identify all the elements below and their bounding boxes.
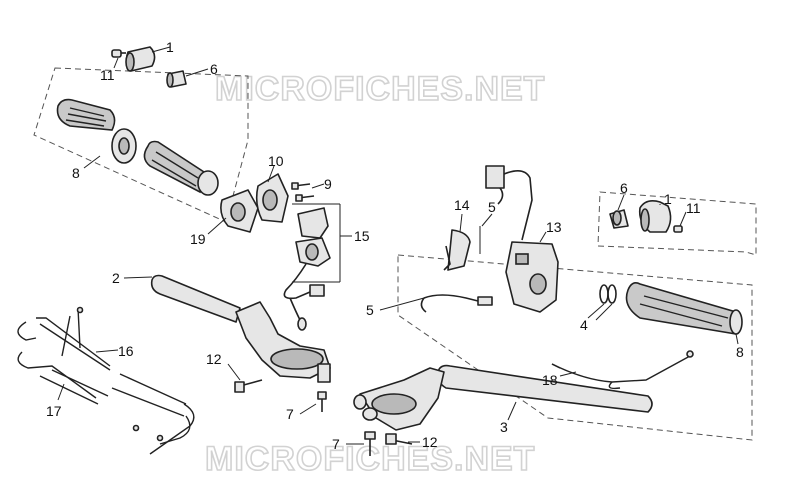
callout-18: 18 xyxy=(542,372,558,388)
right-switch-housing xyxy=(505,241,559,313)
right-switch-assembly-box xyxy=(397,254,753,441)
right-handlebar xyxy=(353,364,653,431)
bar-end-weight-left xyxy=(125,46,156,72)
right-switch-connector-wire xyxy=(485,165,533,241)
left-switch-clamp-upper xyxy=(255,173,289,223)
bolt-12-left xyxy=(234,379,263,393)
callout-2: 2 xyxy=(112,270,120,286)
callout-16: 16 xyxy=(118,343,134,359)
bush-right xyxy=(609,209,629,229)
callout-9: 9 xyxy=(324,176,332,192)
right-switch-bracket xyxy=(443,226,481,271)
callout-19: 19 xyxy=(190,231,206,247)
callout-6-left: 6 xyxy=(210,61,218,77)
callout-14: 14 xyxy=(454,197,470,213)
left-switch-clamp-lower xyxy=(220,189,259,233)
right-weight-assembly-box xyxy=(597,191,757,256)
callout-12-right: 12 xyxy=(422,434,438,450)
throttle-cables xyxy=(17,306,195,455)
clamp-screws xyxy=(291,182,315,202)
callout-11-right: 11 xyxy=(686,200,701,216)
bar-end-weight-right xyxy=(638,200,672,233)
leader-lines xyxy=(57,46,739,445)
callout-5-upper: 5 xyxy=(488,199,496,215)
callout-6-right: 6 xyxy=(620,180,628,196)
bolt-12-right xyxy=(385,433,413,445)
throttle-grip-sleeve xyxy=(143,140,219,196)
left-handlebar xyxy=(150,274,331,383)
grip-flange-ring xyxy=(111,128,137,164)
watermark-top: MICROFICHES.NET xyxy=(215,70,545,108)
screw-right-weight xyxy=(673,225,683,233)
callout-12-left: 12 xyxy=(206,351,222,367)
left-switch-housing xyxy=(283,203,341,331)
bush-left xyxy=(166,70,187,88)
callout-3: 3 xyxy=(500,419,508,435)
callout-8-left: 8 xyxy=(72,165,80,181)
left-grip-assembly-box xyxy=(33,67,249,223)
callout-15: 15 xyxy=(354,228,370,244)
screw-7-right xyxy=(364,431,376,456)
o-rings xyxy=(599,284,617,304)
callout-10: 10 xyxy=(268,153,284,169)
callout-1-left: 1 xyxy=(166,39,174,55)
callout-5-lower: 5 xyxy=(366,302,374,318)
callout-4: 4 xyxy=(580,317,588,333)
left-grip-rubber xyxy=(56,98,116,131)
callout-7-right: 7 xyxy=(332,436,340,452)
right-switch-cable xyxy=(420,294,493,313)
callout-11-left: 11 xyxy=(100,67,115,83)
callout-8-right: 8 xyxy=(736,344,744,360)
callout-7-left: 7 xyxy=(286,406,294,422)
callout-1-right: 1 xyxy=(664,191,672,207)
throttle-cable-right xyxy=(551,350,694,390)
right-grip xyxy=(625,282,743,335)
screw-left-weight xyxy=(111,49,126,58)
callout-17: 17 xyxy=(46,403,62,419)
callout-13: 13 xyxy=(546,219,562,235)
screw-7-left xyxy=(317,391,327,412)
